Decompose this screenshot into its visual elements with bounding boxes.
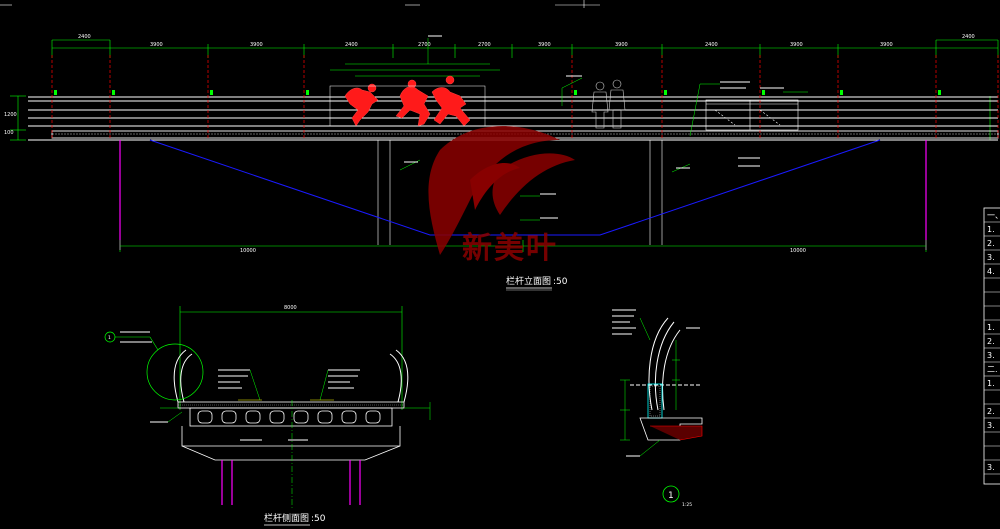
top-dimension-chain: [51, 39, 999, 77]
dim-label: 3900: [790, 42, 803, 48]
railing-posts: [51, 55, 999, 140]
table-row: 3.: [987, 421, 995, 430]
table-row: 1.: [987, 323, 995, 332]
vertical-dim-label: 100: [4, 130, 14, 136]
table-row: 3.: [987, 253, 995, 262]
detail-base: [639, 383, 703, 441]
pier-columns: [377, 140, 663, 245]
watermark-text: 新美叶: [462, 231, 558, 266]
table-row: 二.: [987, 365, 998, 374]
table-row: 2.: [987, 337, 995, 346]
dim-label: 3900: [615, 42, 628, 48]
post-tags: [54, 90, 941, 95]
callout-number: 1: [108, 335, 111, 341]
watermark-logo: 新美叶: [428, 126, 575, 266]
elevation-title: 栏杆立面图 :50: [506, 275, 568, 291]
dim-label: 3900: [250, 42, 263, 48]
notes-table: 一、 1. 2. 3. 4. 1. 2. 3. 二. 1. 2. 3. 3.: [983, 207, 1000, 485]
bottom-dimension-chain: [119, 240, 927, 252]
top-frame: [0, 0, 600, 8]
dim-label: 3900: [880, 42, 893, 48]
elevation-title-text: 栏杆立面图: [506, 275, 551, 287]
railing-detail-view: 1 1:25: [612, 309, 703, 508]
side-title: 栏杆侧面图 :50: [264, 512, 326, 526]
human-scale-figures: [591, 79, 626, 129]
handrails: [28, 96, 998, 127]
pier-legs: [221, 460, 361, 505]
box-girder-deck: [177, 401, 405, 427]
bottom-dim-label: 10000: [790, 248, 806, 254]
table-row: 3.: [987, 351, 995, 360]
side-top-dim-label: 8000: [284, 305, 297, 311]
vertical-dim-label: 1200: [4, 112, 17, 118]
side-annotation-leaders: [160, 369, 431, 423]
dim-label: 2700: [418, 42, 431, 48]
table-header: 一、: [987, 211, 1000, 220]
dim-label: 2400: [705, 42, 718, 48]
dim-label: 3900: [538, 42, 551, 48]
detail-callout-circle: 1: [104, 331, 204, 401]
bottom-dim-label: 10000: [240, 248, 256, 254]
dim-label: 2400: [345, 42, 358, 48]
side-scale-text: :50: [311, 514, 326, 524]
pier-cap: [181, 426, 401, 461]
detail-callout-marker: 1 1:25: [662, 485, 692, 508]
dim-label: 3900: [150, 42, 163, 48]
sculpture-frame: [329, 85, 486, 127]
detail-annotations: [612, 309, 700, 457]
dim-label: 2400: [962, 34, 975, 40]
side-annotations: [150, 369, 360, 441]
table-row: 1.: [987, 379, 995, 388]
top-dimension-labels: 2400 3900 3900 2400 2700 2700 3900 3900 …: [78, 34, 975, 48]
table-row: 4.: [987, 267, 995, 276]
elevation-scale-text: :50: [553, 277, 568, 287]
side-title-text: 栏杆侧面图: [264, 512, 309, 524]
side-top-dimension: [179, 306, 403, 410]
elevation-view: 2400 3900 3900 2400 2700 2700 3900 3900 …: [4, 34, 999, 291]
detail-curved-post: [630, 317, 700, 411]
table-row: 2.: [987, 239, 995, 248]
detail-scale-text: 1:25: [682, 502, 692, 508]
leader-text-marks: [404, 35, 784, 219]
runner-figures-sculpture: [344, 75, 471, 127]
leader-lines: [399, 38, 808, 221]
dim-label: 2400: [78, 34, 91, 40]
curved-rail-posts: [173, 349, 409, 403]
table-row: 3.: [987, 463, 995, 472]
detail-callout-number: 1: [668, 491, 674, 501]
glass-panel: [705, 99, 799, 131]
table-row: 1.: [987, 225, 995, 234]
deck-voids: [197, 410, 381, 424]
side-section-view: 8000 1: [104, 305, 431, 526]
table-row: 2.: [987, 407, 995, 416]
dim-label: 2700: [478, 42, 491, 48]
pier-centerlines: [119, 140, 927, 250]
arch-underline: [149, 139, 881, 236]
detail-dimension-lines: [620, 317, 680, 457]
